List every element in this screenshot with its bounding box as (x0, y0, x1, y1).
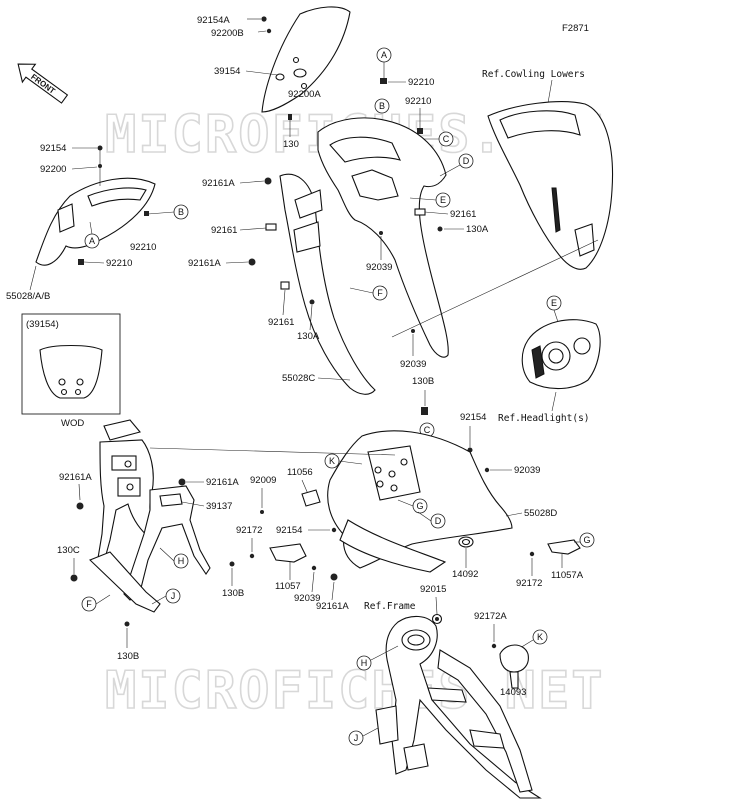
part-label-130A: 130A (466, 224, 489, 235)
frame (375, 615, 542, 799)
part-label-39154: 39154 (214, 66, 240, 77)
callout-j-frame (348, 730, 364, 746)
part-label-92161-c: 92161 (268, 317, 294, 328)
part-label-92015: 92015 (420, 584, 446, 595)
front-arrow-icon: FRONT (17, 63, 69, 104)
svg-text:A: A (381, 50, 387, 60)
part-label-92200A: 92200A (288, 89, 321, 100)
cowling-lower-right (487, 101, 614, 270)
part-label-92161A-4: 92161A (206, 477, 239, 488)
part-label-92154-bottom: 92154 (276, 525, 302, 536)
callout-h-frame (356, 655, 372, 671)
part-label-92161A-3: 92161A (59, 472, 92, 483)
part-label-92172: 92172 (236, 525, 262, 536)
inset-title: (39154) (26, 319, 59, 330)
bracket-11057 (269, 543, 307, 563)
part-label-92172-2: 92172 (516, 578, 542, 589)
part-label-92161A: 92161A (202, 178, 235, 189)
svg-text:K: K (329, 456, 335, 466)
part-label-55028AB: 55028/A/B (6, 291, 50, 302)
callout-k-clamp (532, 629, 548, 645)
part-label-92039-4: 92039 (294, 593, 320, 604)
part-label-92039-2: 92039 (400, 359, 426, 370)
part-label-92154A: 92154A (197, 15, 230, 26)
side-cowl-left (35, 177, 156, 266)
part-label-11057A: 11057A (551, 570, 584, 581)
bolt-icon (261, 16, 267, 22)
svg-text:C: C (443, 134, 450, 144)
inset-caption: WOD (61, 418, 84, 429)
part-label-130B-2: 130B (117, 651, 139, 662)
part-label-14092: 14092 (452, 569, 478, 580)
part-label-92161A-2: 92161A (188, 258, 221, 269)
frame-bracket-39137 (89, 485, 211, 613)
svg-text:H: H (361, 658, 368, 668)
part-label-92210-left: 92210 (130, 242, 156, 253)
svg-text:F: F (377, 288, 383, 298)
part-label-92161-b: 92161 (450, 209, 476, 220)
part-label-39137: 39137 (206, 501, 232, 512)
clamp-14093 (499, 644, 529, 689)
part-label-92154-mid: 92154 (460, 412, 486, 423)
svg-text:K: K (537, 632, 543, 642)
svg-text:J: J (354, 733, 359, 743)
part-label-130B-top: 130B (412, 376, 434, 387)
svg-text:E: E (440, 195, 446, 205)
part-label-92172A: 92172A (474, 611, 507, 622)
bolt-icon (421, 407, 428, 415)
svg-text:G: G (583, 535, 590, 545)
part-label-130B-1: 130B (222, 588, 244, 599)
figure-code: F2871 (562, 23, 589, 34)
part-label-92200B: 92200B (211, 28, 244, 39)
part-label-92039-3: 92039 (514, 465, 540, 476)
inner-cowl-upper (317, 117, 449, 358)
stay-bracket (97, 419, 157, 563)
bolt-icon (266, 28, 272, 34)
callout-d (458, 153, 474, 169)
part-label-55028C: 55028C (282, 373, 315, 384)
svg-text:B: B (178, 207, 184, 217)
part-label-92210-b: 92210 (405, 96, 431, 107)
part-label-130C: 130C (57, 545, 80, 556)
part-label-92039: 92039 (366, 262, 392, 273)
callout-b (374, 98, 390, 114)
svg-text:H: H (178, 556, 185, 566)
ref-cowling-lowers: Ref.Cowling Lowers (482, 69, 585, 80)
part-label-92009: 92009 (250, 475, 276, 486)
svg-text:D: D (463, 156, 470, 166)
ref-frame: Ref.Frame (364, 601, 416, 612)
svg-text:D: D (435, 516, 442, 526)
windshield-front-view (39, 345, 103, 399)
part-label-92210: 92210 (408, 77, 434, 88)
part-label-11057: 11057 (275, 581, 301, 592)
part-label-55028D: 55028D (524, 508, 557, 519)
svg-text:J: J (171, 591, 176, 601)
part-label-92210-left-2: 92210 (106, 258, 132, 269)
grommet-14092 (458, 536, 474, 548)
svg-text:E: E (551, 298, 557, 308)
bracket-11057A (547, 539, 581, 555)
svg-text:A: A (89, 236, 95, 246)
windshield (261, 6, 351, 113)
part-label-130A-2: 130A (297, 331, 320, 342)
svg-text:F: F (86, 599, 92, 609)
part-label-14093: 14093 (500, 687, 526, 698)
ref-headlight: Ref.Headlight(s) (498, 413, 590, 424)
part-label-92161A-5: 92161A (316, 601, 349, 612)
headlight-assembly (521, 319, 601, 390)
svg-text:C: C (424, 425, 431, 435)
svg-text:G: G (416, 501, 423, 511)
part-label-92200-left: 92200 (40, 164, 66, 175)
watermark-bottom: MICROFICHES.NET (105, 661, 605, 721)
inner-cowl-55028C (279, 173, 376, 395)
part-label-92154-left: 92154 (40, 143, 66, 154)
callout-g-right (579, 532, 595, 548)
part-label-92161: 92161 (211, 225, 237, 236)
part-label-11056: 11056 (287, 467, 313, 478)
part-label-130: 130 (283, 139, 299, 150)
svg-text:B: B (379, 101, 385, 111)
